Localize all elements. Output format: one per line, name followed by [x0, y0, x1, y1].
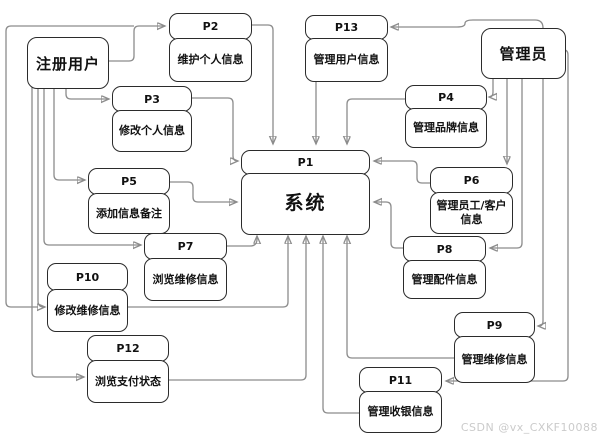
process-P13: P13 管理用户信息: [305, 15, 388, 82]
process-id: P3: [112, 86, 192, 112]
process-label: 浏览维修信息: [144, 258, 227, 301]
edge-admin-P11: [446, 49, 569, 381]
process-id: P2: [169, 13, 252, 40]
process-P1-system: P1 系统: [241, 150, 370, 235]
edge-admin-P4: [489, 77, 493, 97]
process-label: 添加信息备注: [88, 193, 170, 234]
actor-admin: 管理员: [481, 28, 566, 79]
process-label: 修改个人信息: [112, 110, 192, 152]
process-P9: P9 管理维修信息: [454, 312, 535, 383]
process-id: P6: [430, 167, 513, 194]
process-id: P10: [47, 263, 128, 291]
process-id: P12: [87, 335, 169, 362]
process-id: P1: [241, 150, 370, 175]
process-P8: P8 管理配件信息: [403, 236, 486, 299]
edge-loop-left: [5, 25, 134, 308]
process-P11: P11 管理收银信息: [359, 367, 442, 433]
process-id: P5: [88, 168, 170, 195]
edge-P2-P1: [252, 24, 273, 144]
process-label: 管理收银信息: [359, 391, 442, 433]
process-P12: P12 浏览支付状态: [87, 335, 169, 403]
edge-admin-P8: [490, 77, 523, 248]
edge-P4-P1: [347, 98, 405, 144]
process-id: P4: [405, 85, 487, 110]
process-id: P9: [454, 312, 535, 338]
process-id: P7: [144, 233, 227, 260]
process-id: P13: [305, 15, 388, 40]
process-P10: P10 修改维修信息: [47, 263, 128, 332]
edge-P10-P1: [128, 236, 288, 308]
edge-user-P7: [43, 87, 141, 245]
process-P3: P3 修改个人信息: [112, 86, 192, 152]
edge-P5-P1: [170, 181, 237, 202]
edge-P12-P1: [169, 236, 306, 381]
edge-P3-P1: [192, 97, 238, 161]
edge-admin-P13: [391, 19, 544, 28]
process-P5: P5 添加信息备注: [88, 168, 170, 234]
process-label: 管理品牌信息: [405, 108, 487, 148]
edge-P11-P1: [323, 236, 359, 414]
process-P4: P4 管理品牌信息: [405, 85, 487, 148]
process-label: 修改维修信息: [47, 289, 128, 332]
process-label: 管理用户信息: [305, 38, 388, 82]
process-label: 管理配件信息: [403, 260, 486, 299]
process-P6: P6 管理员工/客户信息: [430, 167, 513, 234]
process-P7: P7 浏览维修信息: [144, 233, 227, 301]
actor-admin-label: 管理员: [499, 45, 548, 63]
process-label: 管理员工/客户信息: [430, 192, 513, 234]
process-label: 浏览支付状态: [87, 360, 169, 403]
edge-P9-P1: [347, 236, 454, 359]
process-id: P8: [403, 236, 486, 262]
edge-admin-P9: [538, 77, 543, 326]
process-label: 维护个人信息: [169, 38, 252, 82]
actor-registered-user-label: 注册用户: [35, 54, 100, 73]
edge-user-P3: [65, 87, 109, 99]
process-P2: P2 维护个人信息: [169, 13, 252, 82]
edge-P7-P1: [227, 236, 257, 247]
csdn-watermark: CSDN @vx_CXKF10088: [460, 421, 598, 434]
edge-user-P5: [53, 87, 85, 180]
edge-P8-P1: [374, 202, 403, 249]
edge-user-P2: [107, 26, 165, 62]
actor-registered-user: 注册用户: [27, 37, 109, 89]
edge-user-P12: [31, 87, 84, 377]
process-id: P11: [359, 367, 442, 393]
edge-P6-P1: [374, 161, 430, 184]
edge-user-P10: [38, 87, 45, 307]
process-label: 管理维修信息: [454, 336, 535, 383]
process-label: 系统: [241, 173, 370, 235]
